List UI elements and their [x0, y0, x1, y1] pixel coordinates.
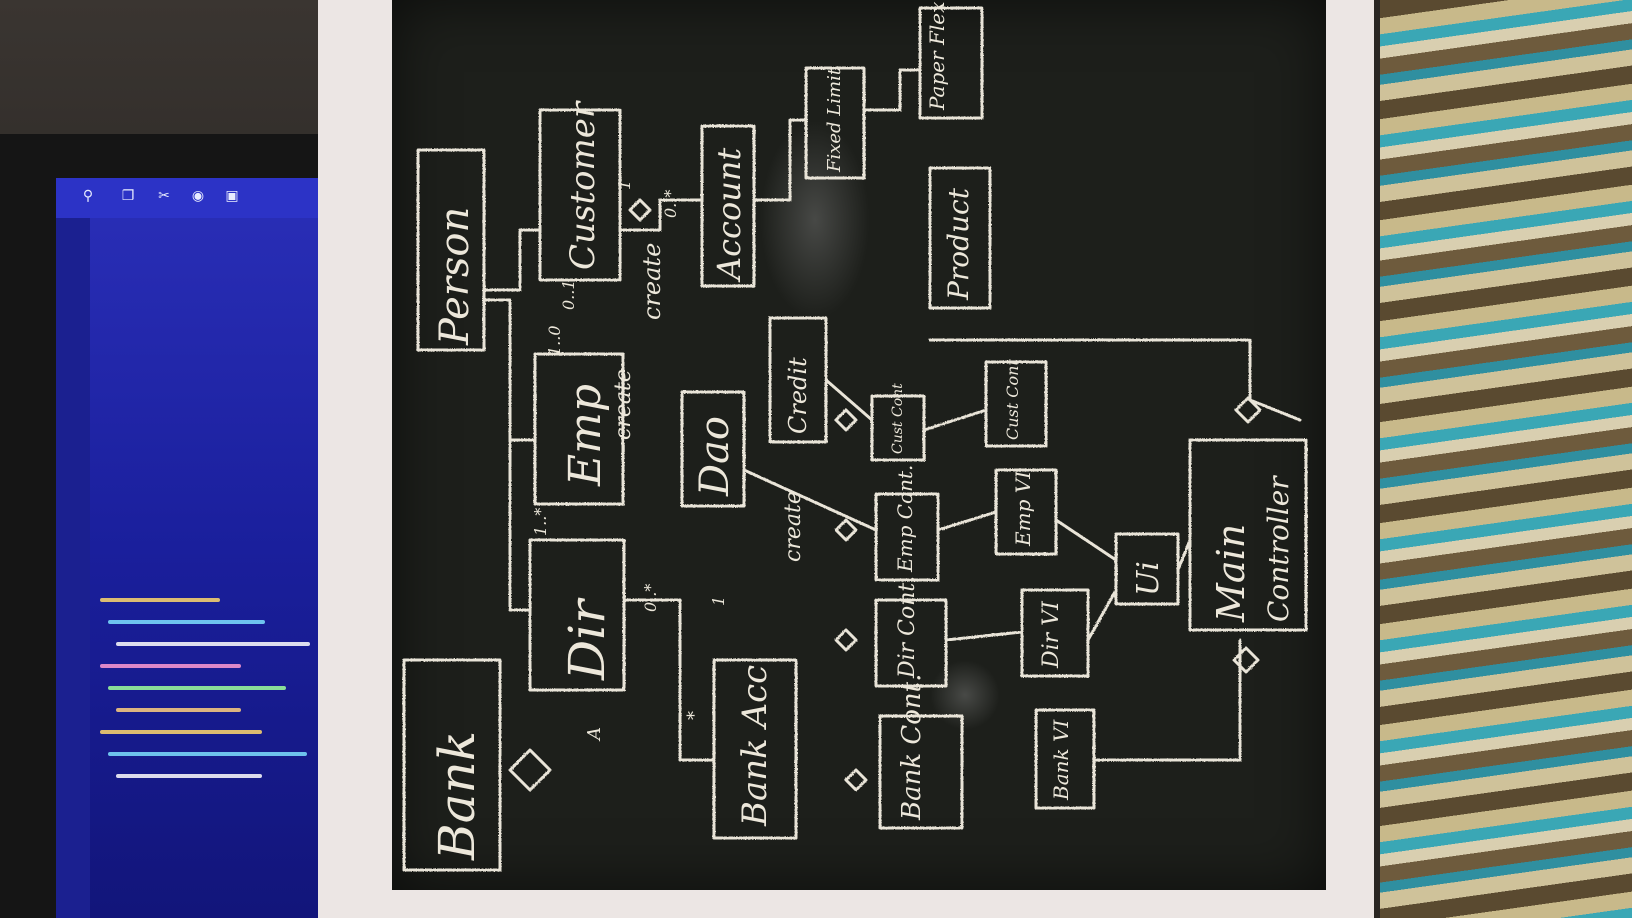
bank-vi-label: Bank VI: [1049, 719, 1073, 801]
custcont-custcont-link: [922, 408, 988, 432]
dircont-dirvi-link: [944, 630, 1024, 642]
bank-cont-label: Bank Cont.: [897, 674, 927, 821]
cust-cont-box: [984, 360, 1048, 448]
paper-flex-box: [918, 6, 984, 120]
aggregation-diamond: [834, 628, 858, 652]
mult-label: 1: [615, 180, 634, 190]
dao-label: Dao: [692, 416, 738, 497]
striped-fabric: [1380, 0, 1632, 918]
dirvi-ui-link: [1086, 588, 1118, 642]
dir-box: [528, 538, 626, 692]
code-line: [100, 730, 262, 734]
chalkboard: [392, 0, 1326, 890]
bank-box: [402, 658, 502, 872]
aggregation-diamond: [1234, 396, 1262, 424]
main-controller-label-1: Main: [1209, 524, 1253, 623]
editor-toolbar: ⚲ ❐ ✂ ◉ ▣: [56, 178, 326, 218]
code-line: [116, 642, 310, 646]
bank-label: Bank: [428, 731, 486, 861]
account-box: [700, 124, 756, 288]
cust-cont-label: Cust Cont: [1003, 359, 1022, 440]
dir-label: Dir: [558, 597, 616, 681]
main-controller-label-2: Controller: [1262, 475, 1295, 622]
account-fixed-limit-link: [752, 118, 808, 202]
empvi-ui-link: [1054, 518, 1118, 562]
code-line: [108, 752, 307, 756]
fixed-limit-box: [804, 66, 866, 180]
dir-cont-label: Dir Cont.: [895, 576, 920, 679]
product-box: [928, 166, 992, 310]
mult-label: A: [584, 727, 605, 742]
emp-cont-box: [874, 492, 940, 582]
cust-cont-top-label: Cust Cont: [890, 383, 906, 454]
code-line: [100, 664, 241, 668]
mult-label: 1: [709, 596, 728, 606]
mult-label: 0..1: [559, 279, 578, 310]
mult-label: 1..*: [531, 508, 550, 536]
emp-cont-label: Emp Cont.: [893, 465, 917, 573]
mult-label: 0..*: [641, 584, 660, 612]
customer-account-link: [618, 198, 704, 232]
customer-label: Customer: [563, 100, 603, 270]
dir-vi-label: Dir VI: [1039, 600, 1064, 669]
bank-acc-label: Bank Acc: [735, 665, 775, 827]
code-line: [108, 686, 286, 690]
product-label: Product: [942, 187, 975, 301]
empcont-empvi-link: [936, 510, 998, 532]
mult-label: 0..*: [661, 190, 680, 218]
top-return-link: [928, 338, 1302, 422]
credit-label: Credit: [784, 357, 812, 434]
create-label-mid: create: [781, 491, 806, 562]
bottom-return-link: [1092, 638, 1242, 762]
mult-label: *: [684, 711, 705, 720]
customer-box: [538, 108, 622, 282]
account-label: Account: [710, 148, 748, 283]
window-icon: ▣: [225, 188, 239, 204]
create-label-top: create: [638, 243, 666, 320]
create-label-bot: create: [611, 369, 636, 440]
laptop-screen: ⚲ ❐ ✂ ◉ ▣: [56, 178, 326, 918]
dao-empcont-link: [742, 468, 878, 532]
emp-dir-link: [508, 438, 532, 612]
code-line: [116, 708, 241, 712]
bank-acc-box: [712, 658, 798, 840]
copy-icon: ❐: [121, 188, 135, 204]
aggregation-diamond: [834, 518, 858, 542]
emp-label: Emp: [560, 384, 611, 487]
cust-cont-top-box: [870, 394, 926, 462]
code-line: [116, 774, 262, 778]
aggregation-diamond: [844, 768, 868, 792]
mult-label: 1..0: [545, 325, 564, 356]
code-line: [108, 620, 265, 624]
bank-cont-box: [878, 714, 964, 830]
dir-cont-box: [874, 598, 948, 688]
composition-diamond: [508, 748, 552, 792]
aggregation-diamond: [1232, 646, 1260, 674]
credit-custcont-link: [824, 378, 874, 422]
emp-vi-label: Emp VI: [1011, 470, 1035, 547]
dao-box: [680, 390, 746, 508]
aggregation-diamond: [628, 198, 652, 222]
fixed-limit-label: Fixed Limit: [824, 67, 845, 173]
paper-flex-label: Paper Flex: [925, 2, 949, 111]
scissors-icon: ✂: [158, 188, 170, 204]
aggregation-diamond: [834, 408, 858, 432]
fixed-limit-paper-flex-link: [862, 68, 922, 112]
editor-sidebar: [56, 218, 90, 918]
person-box: [416, 148, 486, 352]
person-emp-link: [482, 298, 537, 442]
search-icon: ⚲: [82, 188, 94, 204]
ui-main-link: [1176, 538, 1192, 572]
person-label: Person: [432, 207, 478, 346]
record-icon: ◉: [191, 188, 205, 204]
chalk-smudge: [760, 120, 870, 320]
ui-label: Ui: [1131, 561, 1166, 596]
code-line: [100, 598, 220, 602]
person-customer-link: [482, 228, 542, 292]
chalk-smudge: [930, 660, 1000, 730]
main-controller-box: [1188, 438, 1308, 632]
dir-bankacc-link: [622, 598, 716, 762]
